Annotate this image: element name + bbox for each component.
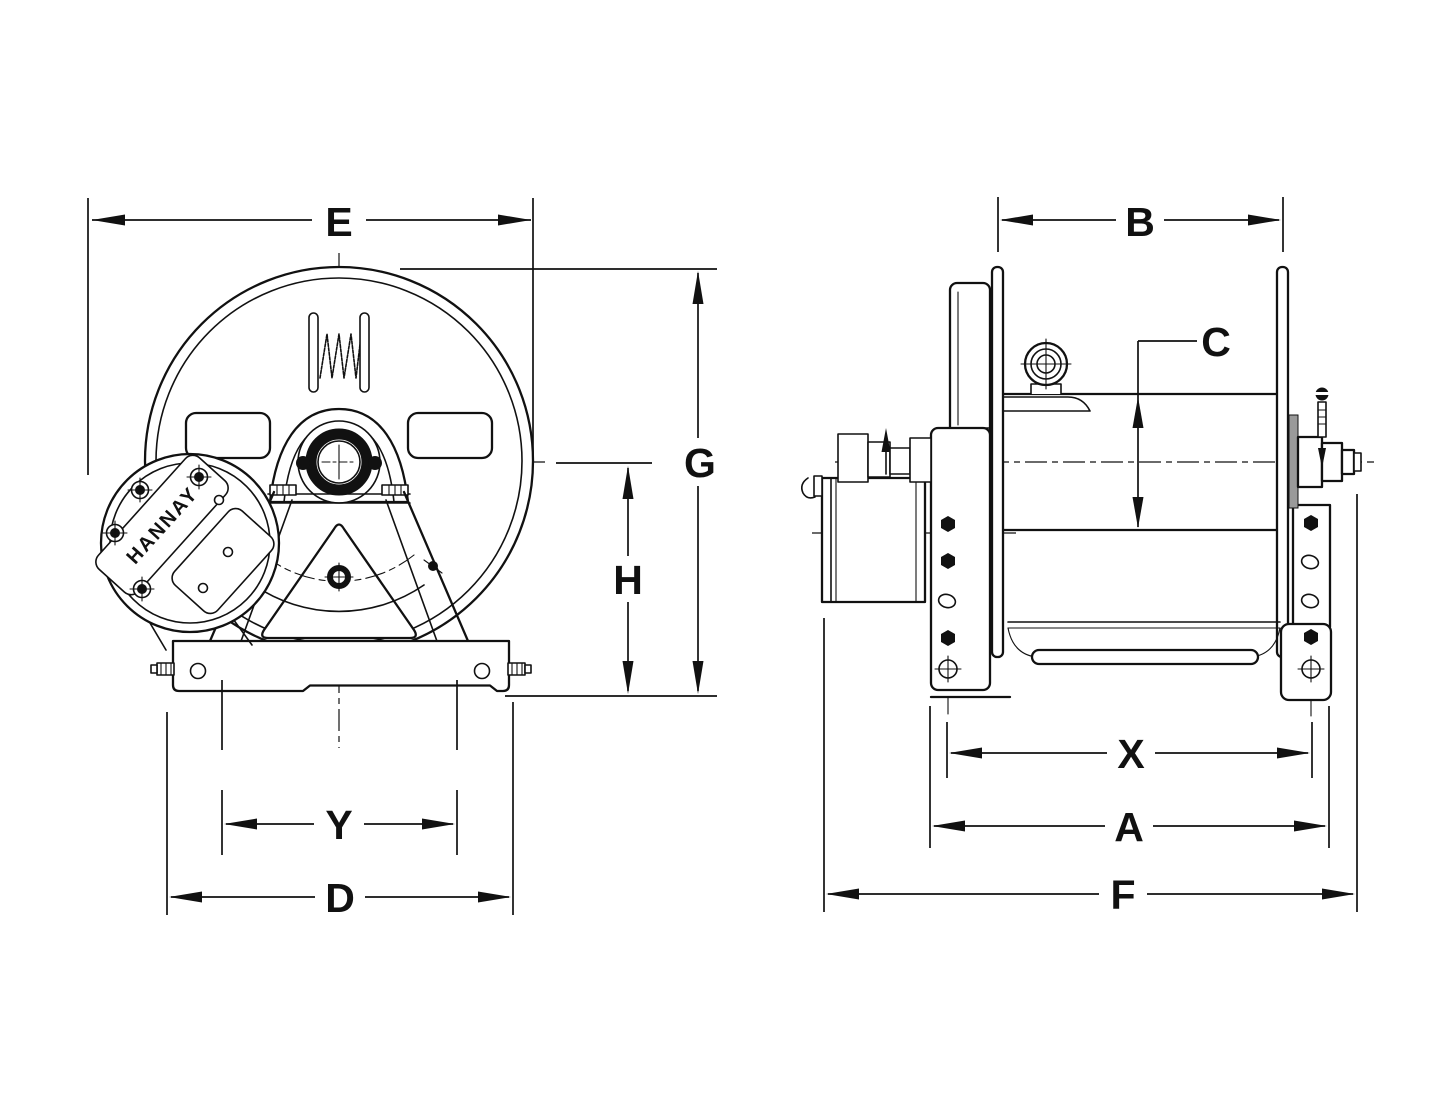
dimension-G: G (400, 268, 717, 697)
dim-label-d: D (325, 875, 355, 921)
grease-zerk (1315, 387, 1329, 438)
dimension-H: H (556, 462, 652, 694)
dim-label-c: C (1201, 319, 1231, 365)
disc-slot-right (406, 411, 494, 460)
gear-housing (929, 281, 1012, 715)
motor-cover-plate (171, 507, 275, 615)
dim-label-x: X (1117, 731, 1144, 777)
side-base-frame (1007, 503, 1333, 717)
left-flange (990, 265, 1005, 659)
dimension-F: F (823, 494, 1358, 918)
dim-label-a: A (1114, 804, 1144, 850)
dimension-A: A (929, 706, 1330, 850)
right-flange (1275, 265, 1290, 659)
swivel-inlet (1288, 387, 1362, 509)
disc-slot-left (184, 411, 272, 460)
dimension-D: D (166, 702, 514, 921)
hose-guide-rollers (308, 312, 370, 393)
dimension-B: B (997, 197, 1284, 252)
dimension-E: E (87, 198, 534, 475)
base-plate (150, 639, 532, 693)
dim-label-g: G (684, 440, 716, 486)
dim-label-h: H (613, 557, 643, 603)
dimension-Y: Y (221, 680, 458, 855)
dimension-C: C (1132, 319, 1231, 528)
side-view: B C X A (801, 197, 1374, 918)
dimension-X: X (946, 722, 1313, 778)
rewind-motor (801, 428, 932, 604)
motor-housing: HANNAY (95, 452, 281, 651)
dim-label-y: Y (325, 802, 352, 848)
motor-bolts (102, 464, 212, 602)
hub-bearing (268, 407, 410, 504)
ball-stop-fitting (1020, 338, 1072, 395)
dim-label-e: E (325, 199, 352, 245)
dim-label-f: F (1110, 872, 1135, 918)
dim-label-b: B (1125, 199, 1155, 245)
cable-clip (801, 477, 816, 499)
front-view: HANNAY E (87, 198, 717, 921)
